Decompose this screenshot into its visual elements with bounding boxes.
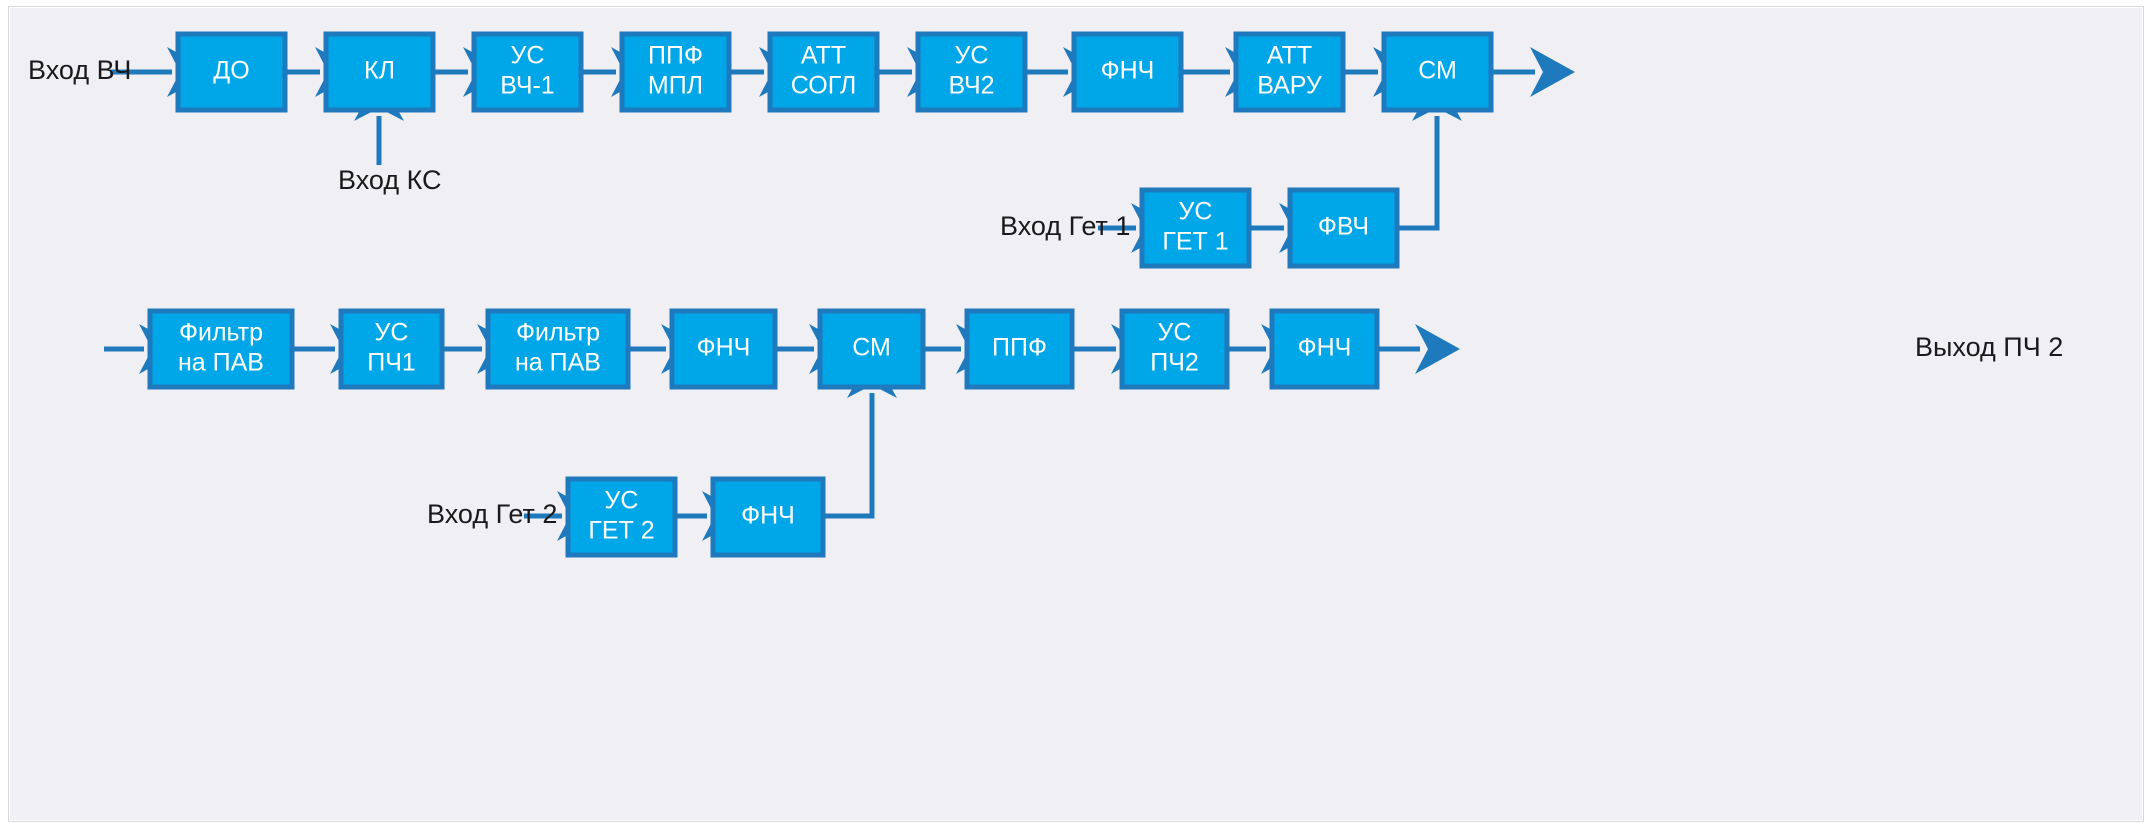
block-shape-att-varu xyxy=(1233,31,1346,113)
block-shape-paw-2 xyxy=(485,308,631,390)
io-label-in-rf: Вход ВЧ xyxy=(28,55,131,85)
block-shape-ppf-mpl xyxy=(619,31,732,113)
block-shape-us-pch1 xyxy=(338,308,445,390)
io-labels-layer: Вход ВЧ Вход КС Вход Гет 1 Вход Гет 2 Выход … xyxy=(28,55,2063,529)
block-shape-kl xyxy=(323,31,436,113)
block-shape-us-get1 xyxy=(1139,187,1252,269)
io-label-in-ks: Вход КС xyxy=(338,165,442,195)
block-sm-2[interactable]: СМ xyxy=(817,308,926,390)
block-shape-fvch xyxy=(1287,187,1400,269)
connector-c-fnch4-sm2 xyxy=(825,353,897,519)
block-shape-sm-1 xyxy=(1381,31,1494,113)
block-fnch-3[interactable]: ФНЧ xyxy=(1269,308,1380,390)
io-label-in-het1: Вход Гет 1 xyxy=(1000,211,1130,241)
block-shape-fnch-2 xyxy=(669,308,778,390)
block-fnch-1[interactable]: ФНЧ xyxy=(1071,31,1184,113)
block-shape-us-get2 xyxy=(565,476,678,558)
block-shape-do xyxy=(175,31,288,113)
diagram-panel xyxy=(8,6,2144,822)
block-shape-ppf-2 xyxy=(964,308,1075,390)
block-shape-paw-1 xyxy=(147,308,295,390)
connector-c-fvch-sm1 xyxy=(1397,76,1462,231)
block-shape-fnch-1 xyxy=(1071,31,1184,113)
block-shape-fnch-3 xyxy=(1269,308,1380,390)
block-shape-fnch-4 xyxy=(710,476,826,558)
block-fnch-4[interactable]: ФНЧ xyxy=(710,476,826,558)
block-shape-sm-2 xyxy=(817,308,926,390)
block-shape-us-vch1 xyxy=(471,31,584,113)
connectors-layer xyxy=(104,47,1575,541)
block-shape-att-sogl xyxy=(767,31,880,113)
block-shape-us-pch2 xyxy=(1119,308,1230,390)
block-do[interactable]: ДО xyxy=(175,31,288,113)
block-fvch[interactable]: ФВЧ xyxy=(1287,187,1400,269)
block-kl[interactable]: КЛ xyxy=(323,31,436,113)
io-label-out-if2: Выход ПЧ 2 xyxy=(1915,332,2063,362)
block-shape-us-vch2 xyxy=(915,31,1028,113)
block-sm-1[interactable]: СМ xyxy=(1381,31,1494,113)
block-ppf-2[interactable]: ППФ xyxy=(964,308,1075,390)
io-label-in-het2: Вход Гет 2 xyxy=(427,499,557,529)
block-fnch-2[interactable]: ФНЧ xyxy=(669,308,778,390)
